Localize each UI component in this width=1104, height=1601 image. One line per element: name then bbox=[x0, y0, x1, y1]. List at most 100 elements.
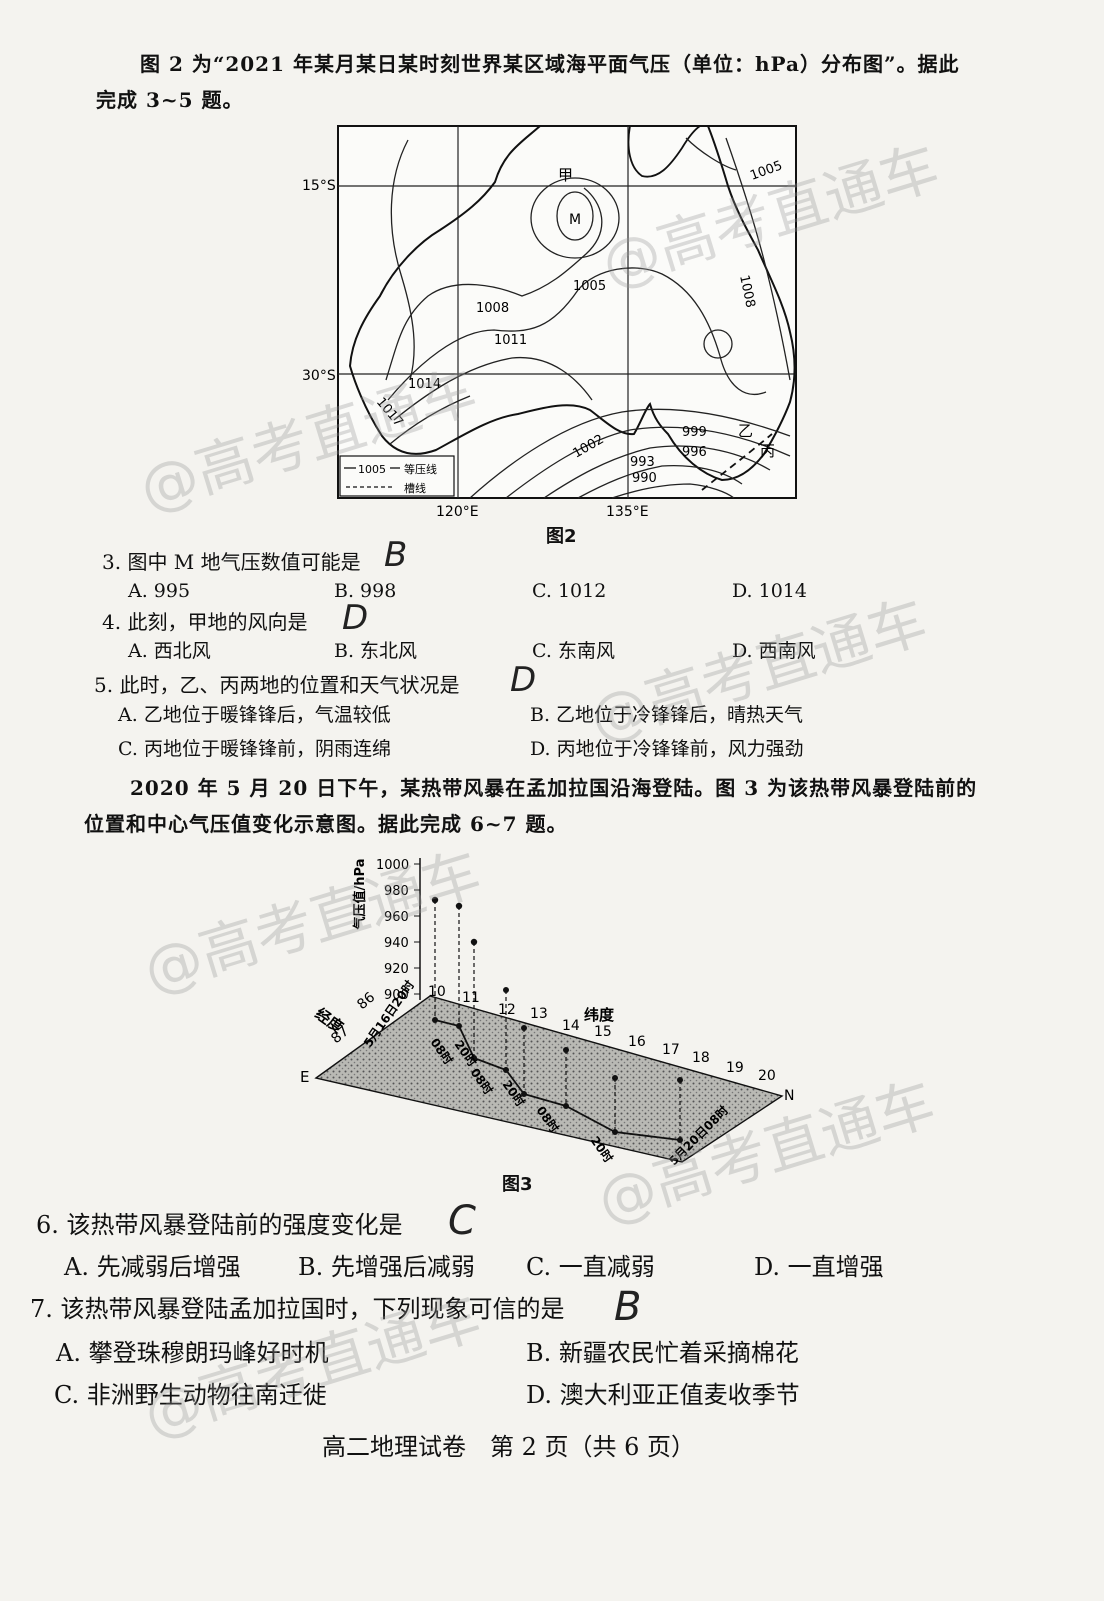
isobar-1008-east bbox=[725, 137, 791, 381]
q7-handwritten-answer: B bbox=[614, 1284, 642, 1330]
isobar-label: 1011 bbox=[494, 333, 527, 348]
q6-handwritten-answer: C bbox=[448, 1198, 476, 1244]
q5-option-b[interactable]: B. 乙地位于冷锋锋后，晴热天气 bbox=[530, 704, 804, 726]
isobar-label: 990 bbox=[632, 471, 657, 486]
point-yi: 乙 bbox=[738, 422, 753, 440]
page-footer: 高二地理试卷 第 2 页（共 6 页） bbox=[322, 1433, 696, 1461]
isobar-label: 1008 bbox=[736, 274, 758, 309]
pressure-tick-label: 1000 bbox=[376, 858, 409, 873]
lat-axis-label: 纬度 bbox=[584, 1006, 615, 1024]
lat-tick-label: 11 bbox=[462, 990, 480, 1006]
q4-option-c[interactable]: C. 东南风 bbox=[532, 640, 615, 662]
legend-isobar-text: 等压线 bbox=[404, 462, 437, 476]
q3-option-c[interactable]: C. 1012 bbox=[532, 580, 607, 602]
isobar-999 bbox=[505, 426, 791, 499]
q3-handwritten-answer: B bbox=[384, 535, 408, 575]
q7-option-d[interactable]: D. 澳大利亚正值麦收季节 bbox=[526, 1381, 800, 1409]
lat-tick-label: 10 bbox=[428, 984, 446, 1000]
lat-label-30: 30°S bbox=[302, 368, 336, 384]
pressure-stems bbox=[434, 900, 681, 1140]
pressure-tick-label: 980 bbox=[384, 884, 409, 899]
q4-option-d[interactable]: D. 西南风 bbox=[732, 640, 816, 662]
pressure-points bbox=[431, 896, 683, 1083]
pressure-tick-label: 940 bbox=[384, 936, 409, 951]
lat-tick-label: 19 bbox=[726, 1060, 744, 1076]
figure-2-caption: 图2 bbox=[546, 526, 577, 547]
q5-option-c[interactable]: C. 丙地位于暖锋锋前，阴雨连绵 bbox=[118, 738, 391, 760]
isobar-1014 bbox=[393, 356, 593, 421]
lon-label-120: 120°E bbox=[436, 504, 479, 520]
map-frame bbox=[337, 125, 797, 499]
lat-tick-label: 13 bbox=[530, 1006, 548, 1022]
intro2-line-1: 2020 年 5 月 20 日下午，某热带风暴在孟加拉国沿海登陆。图 3 为该热… bbox=[130, 776, 978, 800]
isobar-1002 bbox=[469, 408, 791, 499]
legend-box bbox=[339, 455, 455, 497]
lat-tick-label: 12 bbox=[498, 1002, 516, 1018]
q6-option-a[interactable]: A. 先减弱后增强 bbox=[64, 1253, 241, 1281]
q4-option-a[interactable]: A. 西北风 bbox=[128, 640, 211, 662]
lat-tick-label: 14 bbox=[562, 1018, 580, 1034]
isobar-1008 bbox=[385, 187, 603, 381]
intro2-line-2: 位置和中心气压值变化示意图。据此完成 6~7 题。 bbox=[84, 812, 568, 836]
legend-trough-text: 槽线 bbox=[404, 481, 426, 495]
pressure-axis-label: 气压值/hPa bbox=[352, 859, 368, 930]
track-points bbox=[432, 1017, 683, 1143]
q4-handwritten-answer: D bbox=[342, 598, 369, 638]
isobar-996 bbox=[543, 445, 771, 499]
lat-tick-label: 18 bbox=[692, 1050, 710, 1066]
q5-stem: 5. 此时，乙、丙两地的位置和天气状况是 bbox=[94, 673, 460, 697]
q3-option-d[interactable]: D. 1014 bbox=[732, 580, 807, 602]
legend-isobar-value: 1005 bbox=[358, 463, 386, 476]
q6-stem: 6. 该热带风暴登陆前的强度变化是 bbox=[36, 1211, 403, 1239]
q6-option-b[interactable]: B. 先增强后减弱 bbox=[298, 1253, 475, 1281]
figure-3-caption: 图3 bbox=[502, 1174, 533, 1195]
direction-e: E bbox=[300, 1068, 309, 1086]
q4-option-b[interactable]: B. 东北风 bbox=[334, 640, 418, 662]
isobar-label: 993 bbox=[630, 455, 655, 470]
q7-stem: 7. 该热带风暴登陆孟加拉国时，下列现象可信的是 bbox=[30, 1295, 565, 1323]
pressure-ticks bbox=[414, 863, 420, 995]
q6-option-c[interactable]: C. 一直减弱 bbox=[526, 1253, 655, 1281]
q3-option-a[interactable]: A. 995 bbox=[128, 580, 191, 602]
q7-option-a[interactable]: A. 攀登珠穆朗玛峰好时机 bbox=[56, 1339, 329, 1367]
isobar-1005-east bbox=[685, 137, 737, 171]
isobar-label: 996 bbox=[682, 445, 707, 460]
q5-option-a[interactable]: A. 乙地位于暖锋锋后，气温较低 bbox=[118, 704, 391, 726]
q7-option-b[interactable]: B. 新疆农民忙着采摘棉花 bbox=[526, 1339, 799, 1367]
lat-tick-label: 15 bbox=[594, 1024, 612, 1040]
gulf-coast bbox=[627, 125, 701, 178]
intro-line-1: 图 2 为“2021 年某月某日某时刻世界某区域海平面气压（单位：hPa）分布图… bbox=[140, 52, 960, 76]
lat-tick-label: 20 bbox=[758, 1068, 776, 1084]
direction-n: N bbox=[784, 1088, 794, 1104]
pressure-tick-label: 900 bbox=[384, 988, 409, 1003]
point-bing: 丙 bbox=[760, 442, 775, 460]
isobar-1017 bbox=[389, 395, 471, 445]
q6-option-d[interactable]: D. 一直增强 bbox=[754, 1253, 884, 1281]
figure-3-3d-chart: 1000 980 960 940 920 900 气压值/hPa bbox=[300, 858, 794, 1168]
ground-plane bbox=[314, 995, 784, 1163]
pressure-tick-label: 960 bbox=[384, 910, 409, 925]
figure-2-map: 15°S 30°S 120°E 135°E 1005 1008 1011 101… bbox=[302, 125, 797, 520]
isobar-label: 1008 bbox=[476, 301, 509, 316]
q4-stem: 4. 此刻，甲地的风向是 bbox=[102, 610, 308, 634]
isobar-label: 999 bbox=[682, 425, 707, 440]
lat-tick-label: 16 bbox=[628, 1034, 646, 1050]
q3-option-b[interactable]: B. 998 bbox=[334, 580, 397, 602]
q3-stem: 3. 图中 M 地气压数值可能是 bbox=[102, 550, 361, 574]
storm-track bbox=[434, 1019, 681, 1141]
q5-option-d[interactable]: D. 丙地位于冷锋锋前，风力强劲 bbox=[530, 738, 804, 760]
point-M: M bbox=[569, 212, 581, 228]
isobar-ring-inner bbox=[556, 191, 594, 241]
lon-tick-label: 86 bbox=[354, 989, 378, 1013]
lat-label-15: 15°S bbox=[302, 178, 336, 194]
isobar-1005-south bbox=[387, 267, 767, 401]
coastline bbox=[348, 125, 796, 482]
lat-tick-label: 17 bbox=[662, 1042, 680, 1058]
pressure-tick-label: 920 bbox=[384, 962, 409, 977]
lon-label-135: 135°E bbox=[606, 504, 649, 520]
intro-line-2: 完成 3~5 题。 bbox=[96, 88, 244, 112]
isobar-label: 1005 bbox=[573, 279, 606, 294]
isobar-ring-outer bbox=[530, 177, 620, 259]
q7-option-c[interactable]: C. 非洲野生动物往南迁徙 bbox=[54, 1381, 327, 1409]
isobar bbox=[390, 139, 415, 381]
